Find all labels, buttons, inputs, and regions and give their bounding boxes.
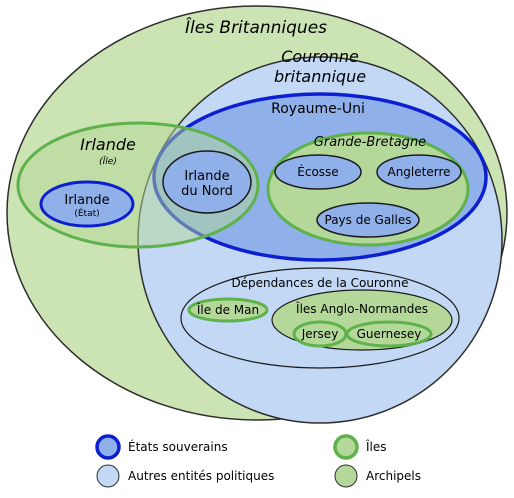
- jersey-label: Jersey: [301, 327, 339, 341]
- england-region: [376, 154, 462, 190]
- england-label: Angleterre: [387, 165, 450, 179]
- legend-other-entities-label: Autres entités politiques: [128, 469, 274, 483]
- isle-of-man-region: [187, 297, 269, 323]
- legend-sovereign-label: États souverains: [128, 439, 228, 454]
- guernsey-label: Guernesey: [357, 327, 422, 341]
- guernsey-region: [345, 320, 433, 348]
- isle-of-man-label: Île de Man: [196, 302, 259, 317]
- wales-region: [316, 202, 420, 238]
- legend-other-entities-swatch: [96, 464, 120, 488]
- legend-islands-swatch: [333, 434, 359, 460]
- channel-islands-label: Îles Anglo-Normandes: [295, 301, 428, 316]
- northern-ireland-region: [162, 150, 252, 214]
- scotland-region: [274, 154, 362, 190]
- scotland-label: Écosse: [297, 164, 338, 179]
- ireland-island-sublabel: (Île): [99, 155, 117, 167]
- northern-ireland-label-line2: du Nord: [181, 184, 233, 199]
- british-isles-label: Îles Britanniques: [185, 16, 327, 38]
- ireland-state-sublabel: (État): [74, 207, 99, 219]
- united-kingdom-label: Royaume-Uni: [271, 101, 365, 117]
- legend-archipelagos-label: Archipels: [366, 469, 421, 483]
- legend-sovereign-swatch: [95, 434, 121, 460]
- legend-islands-label: Îles: [365, 439, 387, 454]
- crown-dependencies-label: Dépendances de la Couronne: [231, 276, 408, 290]
- british-crown-label-line1: Couronne: [281, 47, 359, 66]
- legend: États souverains Autres entités politiqu…: [95, 434, 421, 488]
- great-britain-label: Grande-Bretagne: [314, 135, 426, 150]
- ireland-state-region: [39, 180, 135, 228]
- british-crown-label-line2: britannique: [274, 67, 366, 86]
- ireland-island-label: Irlande: [80, 135, 136, 154]
- northern-ireland-label-line1: Irlande: [184, 169, 229, 184]
- ireland-state-label: Irlande: [64, 193, 109, 208]
- wales-label: Pays de Galles: [325, 213, 412, 227]
- legend-archipelagos-swatch: [334, 464, 358, 488]
